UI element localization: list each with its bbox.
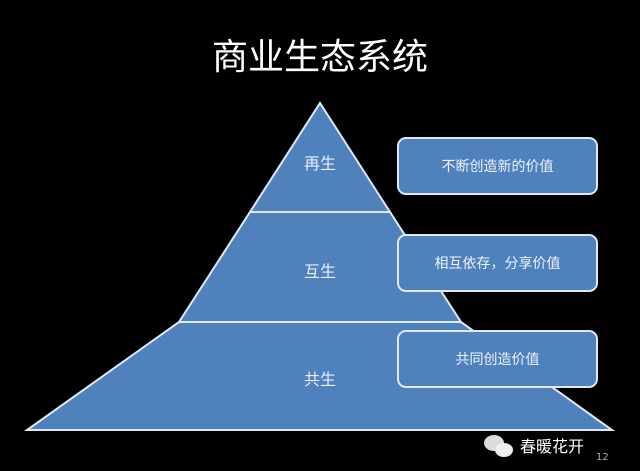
level-label-regeneration: 再生 — [303, 154, 336, 173]
level-label-mutual: 互生 — [303, 262, 336, 281]
level-label-symbiosis: 共生 — [303, 370, 336, 389]
watermark: 春暖花开 — [520, 437, 585, 456]
desc-box-bottom: 共同创造价值 — [397, 330, 598, 388]
slide-title: 商业生态系统 — [211, 37, 428, 78]
desc-box-middle: 相互依存，分享价值 — [397, 234, 598, 292]
wechat-icon — [484, 435, 513, 457]
page-number: 12 — [596, 452, 609, 463]
desc-box-top: 不断创造新的价值 — [397, 137, 598, 195]
